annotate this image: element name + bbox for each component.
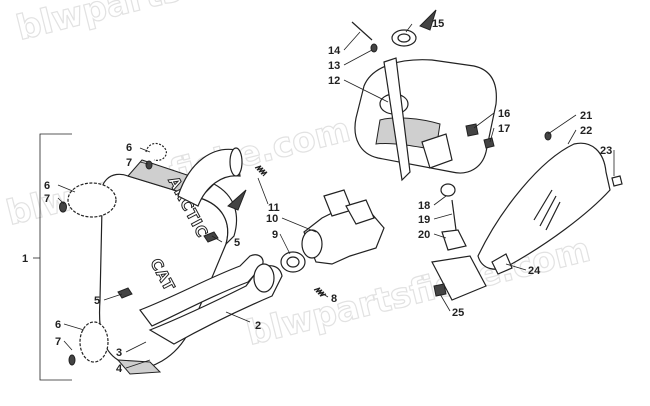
spring-ring-upper-left[interactable] [59,182,117,218]
callout-21: 21 [580,110,592,122]
callout-22: 22 [580,125,592,137]
nut-17[interactable] [483,137,495,149]
callout-4: 4 [116,363,123,375]
callout-5-left: 5 [94,295,100,307]
callout-18: 18 [418,200,430,212]
callout-17: 17 [498,123,510,135]
callout-1: 1 [22,253,28,265]
callout-3: 3 [116,347,122,359]
callout-7-lower: 7 [55,336,61,348]
callout-2: 2 [255,320,261,332]
callout-9: 9 [272,229,278,241]
muffler-inlet-pipe[interactable] [177,147,243,207]
callout-11: 11 [268,202,280,214]
spring-clip-top[interactable] [145,142,167,170]
callout-13: 13 [328,60,340,72]
bracket-24[interactable] [491,253,513,275]
callout-23: 23 [600,145,612,157]
spring-upper-right[interactable] [254,165,268,177]
callout-15: 15 [432,18,444,30]
callout-16: 16 [498,108,510,120]
callout-24: 24 [528,265,541,277]
callout-6-upper: 6 [44,180,50,192]
callout-7-upper: 7 [44,193,50,205]
bolt-14[interactable] [351,21,373,41]
callout-25: 25 [452,307,464,319]
bolt-5-upper[interactable] [203,231,219,243]
bolt-5-lower[interactable] [117,287,133,299]
callout-8: 8 [331,293,337,305]
callout-10: 10 [266,213,278,225]
callout-7-top: 7 [126,157,132,169]
washer-13[interactable] [370,43,378,53]
rubber-mount-16[interactable] [465,123,479,137]
bracket-20[interactable] [441,229,467,251]
exhaust-manifold[interactable] [301,189,385,265]
watermark-top: blwpartsfiche.com [13,0,365,49]
mount-18[interactable] [440,183,456,197]
assembly-bracket [39,133,72,381]
watermark-group: blwpartsfiche.com blwpartsfiche.com blwp… [2,0,595,354]
spring-ring-lower-left[interactable] [68,321,109,366]
callout-19: 19 [418,214,430,226]
arrow-top [419,9,437,31]
mount-plate-faded [431,255,487,301]
clip-23[interactable] [611,175,623,187]
nut-25[interactable] [433,283,447,297]
exhaust-pipe[interactable] [139,254,283,345]
callout-6-lower: 6 [55,319,61,331]
grommet-ring[interactable] [391,29,417,47]
callout-6-top: 6 [126,142,132,154]
callout-5-right: 5 [234,237,240,249]
arrow-muffler [227,189,247,211]
main-muffler[interactable]: ARCTIC CAT [98,159,238,375]
callout-12: 12 [328,75,340,87]
callout-20: 20 [418,229,430,241]
resonator-canister[interactable] [354,57,497,182]
callout-14: 14 [328,45,341,57]
bolt-19[interactable] [451,199,457,231]
watermark-lower: blwpartsfiche.com [243,230,595,354]
pipe-gasket-ring[interactable] [280,251,306,273]
